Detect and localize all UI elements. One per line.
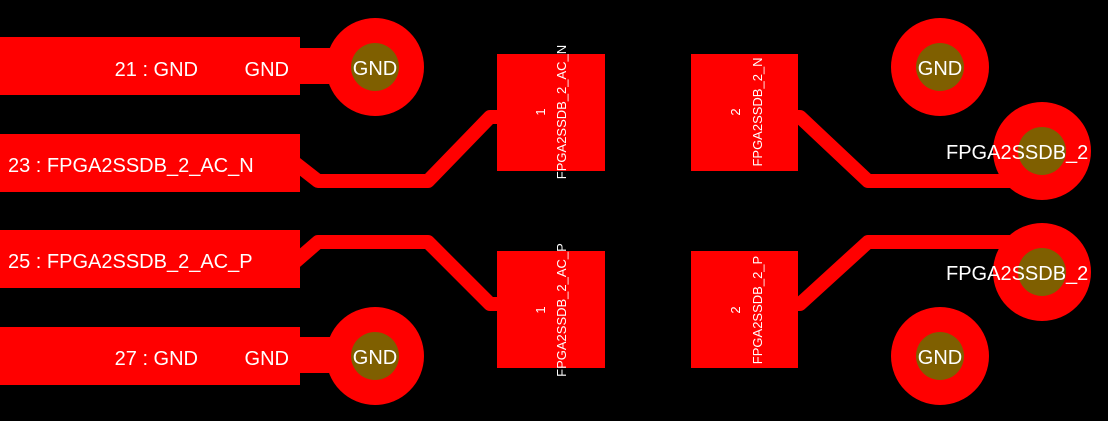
via-drill [1018, 127, 1066, 175]
pin-net-label: GND [245, 348, 289, 370]
pad-net-label: FPGA2SSDB_2_AC_N [554, 45, 569, 179]
pin-net-label: GND [245, 59, 289, 81]
smd-pad-1-ac-p[interactable]: 1 FPGA2SSDB_2_AC_P [497, 243, 605, 377]
via-net-label: FPGA2SSDB_2 [946, 142, 1088, 164]
via-net-label: FPGA2SSDB_2 [946, 263, 1088, 285]
edge-finger-pin-23[interactable] [0, 134, 300, 192]
pad-copper [497, 251, 605, 368]
pad-pin-number: 2 [728, 306, 743, 313]
pin-label: 27 : GND [115, 348, 198, 370]
via-right-gnd-bottom[interactable]: GND [891, 307, 989, 405]
pad-net-label: FPGA2SSDB_2_P [750, 256, 765, 364]
pin-label: 21 : GND [115, 59, 198, 81]
via-right-p[interactable]: FPGA2SSDB_2 [946, 223, 1091, 321]
edge-finger-pin-25[interactable] [0, 230, 300, 288]
pad-copper [497, 54, 605, 171]
via-drill [351, 332, 399, 380]
smd-pad-2-n[interactable]: 2 FPGA2SSDB_2_N [691, 54, 798, 171]
via-drill [916, 332, 964, 380]
via-net-label: GND [353, 347, 397, 369]
pad-net-label: FPGA2SSDB_2_N [750, 57, 765, 166]
via-drill [916, 43, 964, 91]
via-net-label: GND [918, 347, 962, 369]
via-net-label: GND [918, 58, 962, 80]
pad-pin-number: 2 [728, 108, 743, 115]
edge-finger-pin-27[interactable] [0, 327, 300, 385]
via-left-bottom[interactable]: GND [326, 307, 424, 405]
edge-finger-pin-21[interactable] [0, 37, 300, 95]
via-drill [1018, 248, 1066, 296]
pin-label: 23 : FPGA2SSDB_2_AC_N [8, 155, 254, 177]
via-net-label: GND [353, 58, 397, 80]
pad-pin-number: 1 [533, 306, 548, 313]
pad-net-label: FPGA2SSDB_2_AC_P [554, 243, 569, 377]
pad-pin-number: 1 [533, 108, 548, 115]
via-drill [351, 43, 399, 91]
pad-copper [691, 251, 798, 368]
smd-pad-2-p[interactable]: 2 FPGA2SSDB_2_P [691, 251, 798, 368]
via-right-gnd-top[interactable]: GND [891, 18, 989, 116]
via-right-n[interactable]: FPGA2SSDB_2 [946, 102, 1091, 200]
pin-label: 25 : FPGA2SSDB_2_AC_P [8, 251, 253, 273]
via-left-top[interactable]: GND [326, 18, 424, 116]
pad-copper [691, 54, 798, 171]
smd-pad-1-ac-n[interactable]: 1 FPGA2SSDB_2_AC_N [497, 45, 605, 179]
